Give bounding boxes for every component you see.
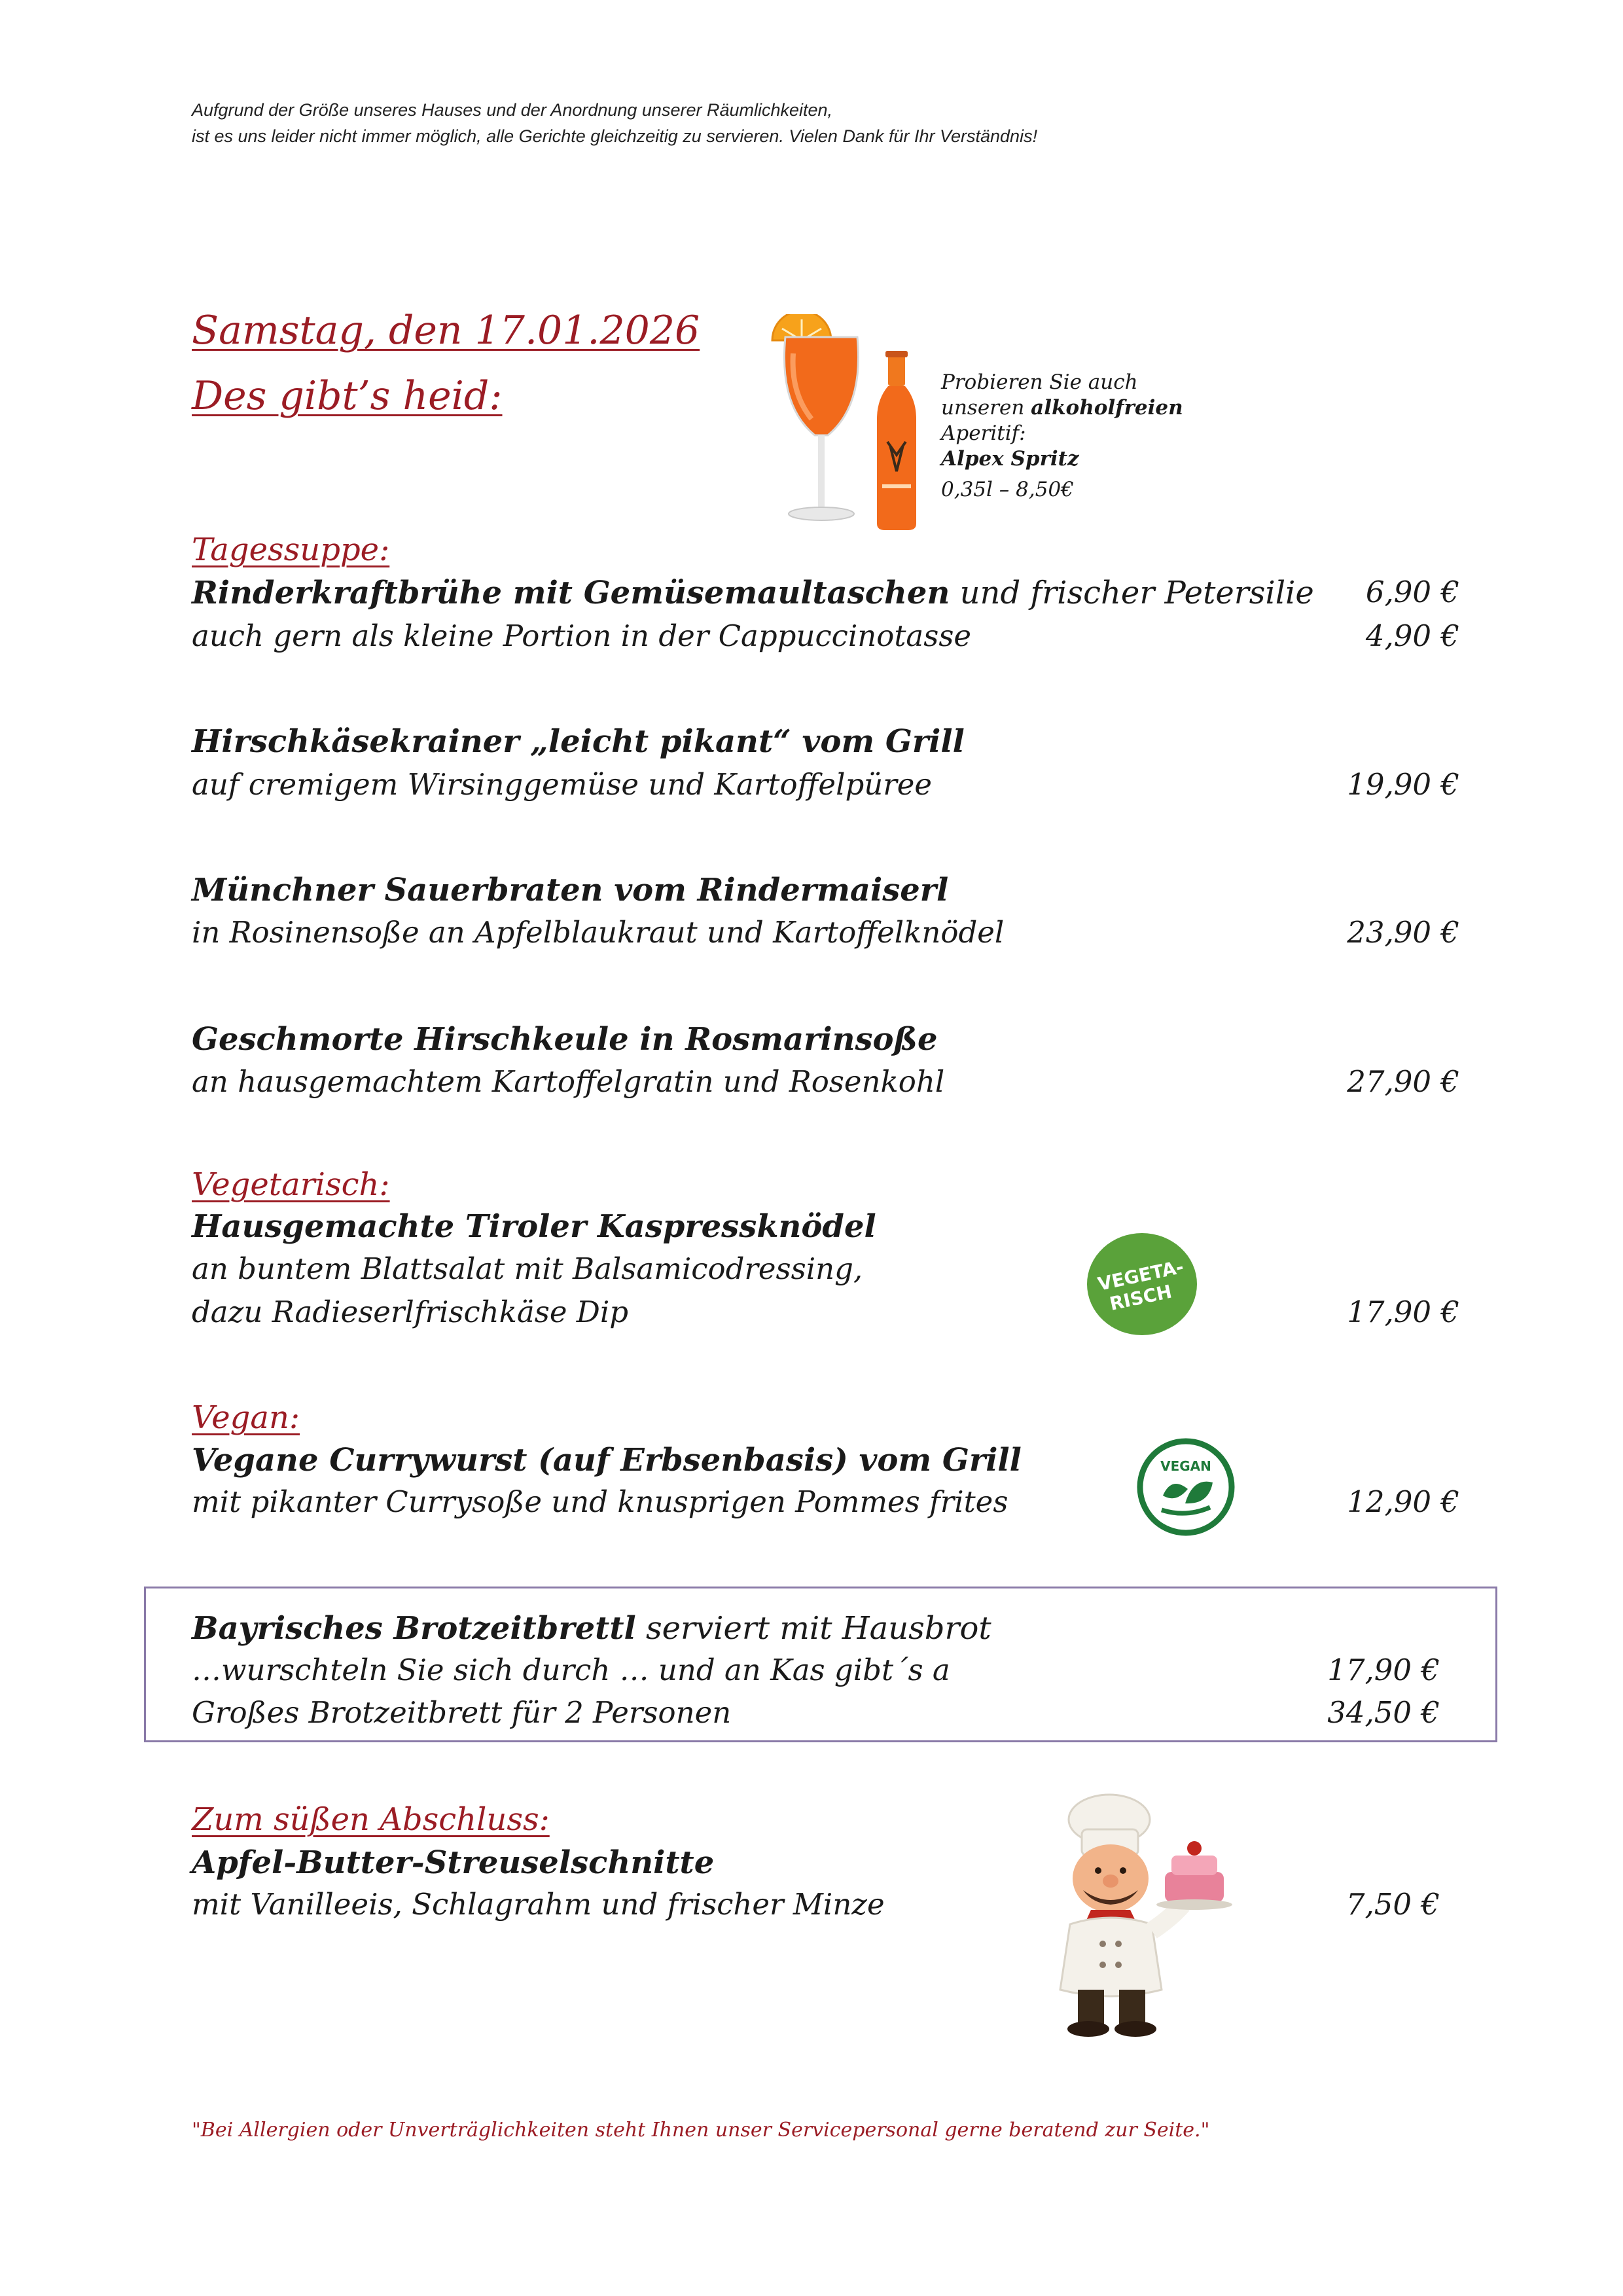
brotzeit-line-2: …wurschteln Sie sich durch … und an Kas …	[192, 1653, 950, 1687]
vegetarian-desc-1: an buntem Blattsalat mit Balsamicodressi…	[192, 1251, 863, 1286]
dish-desc: in Rosinensoße an Apfelblaukraut und Kar…	[192, 915, 1005, 950]
brotzeit-price-1: 17,90 €	[1327, 1653, 1440, 1687]
brotzeit-price-2: 34,50 €	[1327, 1695, 1440, 1730]
promo-line-1: Probieren Sie auch	[941, 370, 1138, 394]
vegan-desc: mit pikanter Currysoße und knusprigen Po…	[192, 1484, 1008, 1519]
vegan-heading: Vegan:	[192, 1399, 300, 1436]
soup-price: 6,90 €	[1365, 575, 1459, 609]
allergy-note: "Bei Allergien oder Unverträglichkeiten …	[192, 2119, 1210, 2142]
vegetarian-price: 17,90 €	[1347, 1295, 1459, 1329]
promo-line-3: Aperitif:	[941, 422, 1026, 445]
dessert-heading: Zum süßen Abschluss:	[192, 1801, 550, 1838]
promo-bold-word: alkoholfreien	[1031, 396, 1183, 420]
dish-title: Münchner Sauerbraten vom Rindermaiserl	[192, 872, 949, 908]
soup-small-price: 4,90 €	[1365, 619, 1459, 653]
vegetarian-desc-2: dazu Radieserlfrischkäse Dip	[192, 1295, 629, 1329]
soup-heading: Tagessuppe:	[192, 531, 390, 568]
dish-price: 19,90 €	[1347, 767, 1459, 802]
aperitif-promo: Probieren Sie auch unseren alkoholfreien…	[941, 370, 1183, 503]
menu-date: Samstag, den 17.01.2026	[192, 308, 700, 353]
notice: Aufgrund der Größe unseres Hauses und de…	[192, 97, 1037, 149]
chef-with-cake-image	[1059, 1793, 1232, 2037]
soup-desc: auch gern als kleine Portion in der Capp…	[192, 619, 972, 653]
dish-title: Geschmorte Hirschkeule in Rosmarinsoße	[192, 1021, 938, 1058]
notice-line-1: Aufgrund der Größe unseres Hauses und de…	[192, 100, 833, 120]
dish-price: 27,90 €	[1347, 1064, 1459, 1099]
brotzeit-line-3: Großes Brotzeitbrett für 2 Personen	[192, 1695, 732, 1730]
soup-title: Rinderkraftbrühe mit Gemüsemaultaschen u…	[192, 575, 1314, 611]
vegan-badge-icon: VEGAN	[1137, 1438, 1235, 1536]
dish-desc: an hausgemachtem Kartoffelgratin und Ros…	[192, 1064, 945, 1099]
promo-product-name: Alpex Spritz	[941, 447, 1079, 471]
vegan-title: Vegane Currywurst (auf Erbsenbasis) vom …	[192, 1442, 1022, 1479]
promo-line-2: unseren alkoholfreien	[941, 396, 1183, 420]
dish-title: Hirschkäsekrainer „leicht pikant“ vom Gr…	[192, 723, 965, 760]
vegan-badge-text: VEGAN	[1160, 1458, 1211, 1474]
vegetarian-badge-icon: VEGETA- RISCH	[1087, 1233, 1197, 1335]
brotzeit-box	[144, 1587, 1497, 1742]
menu-subtitle: Des gibt’s heid:	[192, 373, 503, 419]
brotzeit-title: Bayrisches Brotzeitbrettl serviert mit H…	[192, 1610, 991, 1647]
notice-line-2: ist es uns leider nicht immer möglich, a…	[192, 126, 1038, 146]
dish-desc: auf cremigem Wirsinggemüse und Kartoffel…	[192, 767, 933, 802]
spritz-drink-image	[771, 314, 916, 530]
dish-price: 23,90 €	[1347, 915, 1459, 950]
dessert-price: 7,50 €	[1346, 1887, 1440, 1922]
vegetarian-heading: Vegetarisch:	[192, 1166, 390, 1203]
vegan-price: 12,90 €	[1347, 1484, 1459, 1519]
dessert-title: Apfel-Butter-Streuselschnitte	[192, 1844, 715, 1881]
promo-price: 0,35l – 8,50€	[941, 478, 1074, 501]
dessert-desc: mit Vanilleeis, Schlagrahm und frischer …	[192, 1887, 885, 1922]
vegetarian-title: Hausgemachte Tiroler Kaspressknödel	[192, 1208, 876, 1245]
